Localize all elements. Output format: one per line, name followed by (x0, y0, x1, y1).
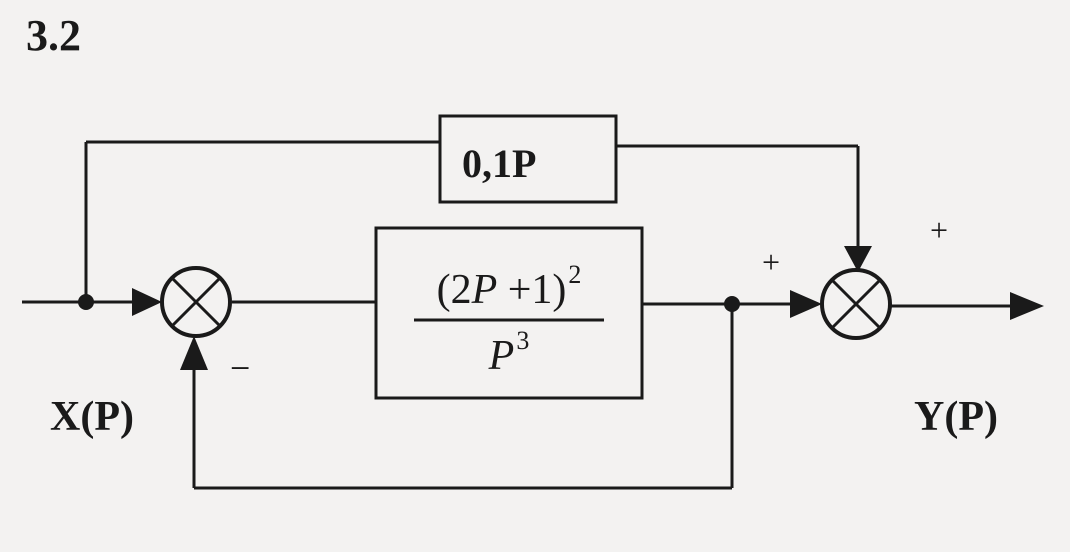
figure-number: 3.2 (26, 11, 81, 60)
numerator-var: P (471, 267, 498, 313)
transfer-numerator: (2P +1)2 (376, 260, 642, 314)
output-branch-dot (724, 296, 740, 312)
arrow-feedback-up (180, 336, 208, 370)
denominator-exponent: 3 (516, 326, 530, 355)
minus-sign: − (230, 348, 251, 388)
transfer-function: (2P +1)2 P3 (376, 228, 642, 398)
feedforward-block (438, 114, 618, 204)
plus-sign-lower: + (762, 244, 781, 280)
sum-left-cross-b (170, 276, 222, 328)
numerator-base: (2 (436, 267, 472, 313)
arrow-output (1010, 292, 1044, 320)
input-branch-dot (78, 294, 94, 310)
feedforward-gain-label: 0,1P (462, 141, 537, 186)
forward-block (374, 226, 644, 400)
arrow-into-right-sum (790, 290, 822, 318)
output-signal-label: Y(P) (914, 394, 998, 440)
numerator-rest: +1) (497, 267, 567, 313)
sum-right-cross-b (830, 278, 882, 330)
numerator-exponent: 2 (568, 260, 582, 289)
input-signal-label: X(P) (50, 394, 134, 440)
transfer-denominator: P3 (376, 326, 642, 380)
arrow-into-left-sum (132, 288, 162, 316)
arrow-feedforward-down (844, 246, 872, 272)
plus-sign-upper: + (930, 212, 949, 248)
denominator-var: P (488, 333, 515, 379)
